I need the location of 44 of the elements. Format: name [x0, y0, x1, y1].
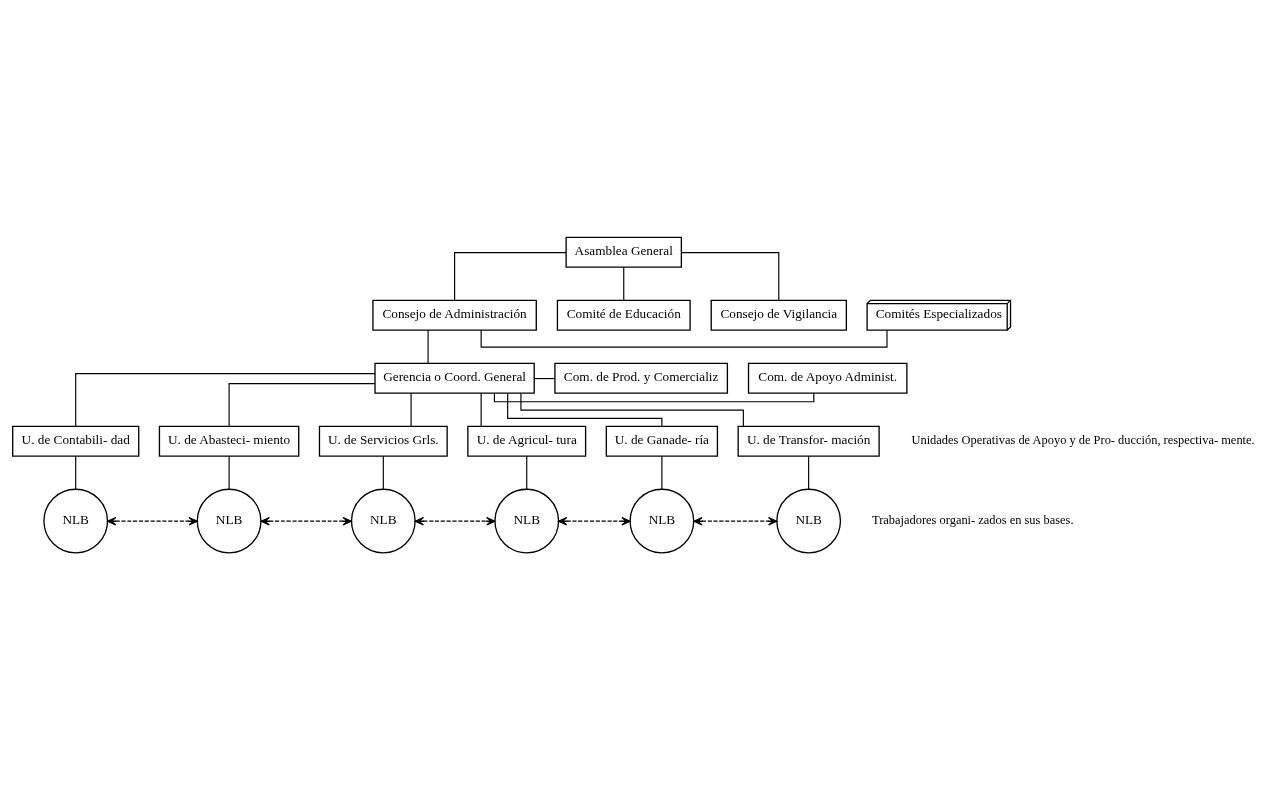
- connector: [661, 455, 663, 490]
- node-box: U. de Contabili- dad: [12, 425, 140, 457]
- node-box: U. de Servicios Grls.: [318, 425, 448, 457]
- connector: [228, 382, 376, 427]
- arrow: [693, 516, 778, 526]
- node-box: Com. de Prod. y Comercializ: [554, 362, 729, 394]
- connector: [75, 373, 376, 427]
- connector: [493, 392, 815, 403]
- node-box: Com. de Apoyo Administ.: [747, 362, 908, 394]
- node-circle: NLB: [350, 488, 416, 554]
- connector: [427, 329, 429, 364]
- node-circle: NLB: [196, 488, 262, 554]
- connector: [526, 455, 528, 490]
- node-box: Comité de Educación: [556, 299, 691, 331]
- node-box: Consejo de Administración: [372, 299, 537, 331]
- node-box: Gerencia o Coord. General: [374, 362, 535, 394]
- node-box: Asamblea General: [565, 236, 683, 268]
- connector: [533, 378, 556, 380]
- connector: [808, 455, 810, 490]
- node-circle: NLB: [776, 488, 842, 554]
- node-box: U. de Ganade- ría: [605, 425, 719, 457]
- node-box: U. de Abasteci- miento: [158, 425, 300, 457]
- node-circle: NLB: [629, 488, 695, 554]
- arrow: [557, 516, 631, 526]
- connector: [480, 392, 482, 427]
- node-circle: NLB: [494, 488, 560, 554]
- connector: [75, 455, 77, 490]
- label: Unidades Operativas de Apoyo y de Pro- ducción, respectiva- mente.: [911, 433, 1255, 448]
- connector: [520, 392, 744, 427]
- connector: [507, 392, 663, 427]
- node-box: U. de Agricul- tura: [467, 425, 587, 457]
- arrow: [260, 516, 352, 526]
- connector: [228, 455, 230, 490]
- arrow: [414, 516, 496, 526]
- node-box: U. de Transfor- mación: [737, 425, 880, 457]
- connector: [623, 266, 625, 301]
- connector: [410, 392, 412, 427]
- connector: [454, 251, 567, 301]
- arrow: [106, 516, 198, 526]
- node-box: Consejo de Vigilancia: [710, 299, 848, 331]
- connector: [680, 251, 780, 301]
- label: Trabajadores organi- zados en sus bases.: [872, 512, 1074, 527]
- connector: [382, 455, 384, 490]
- node-circle: NLB: [43, 488, 109, 554]
